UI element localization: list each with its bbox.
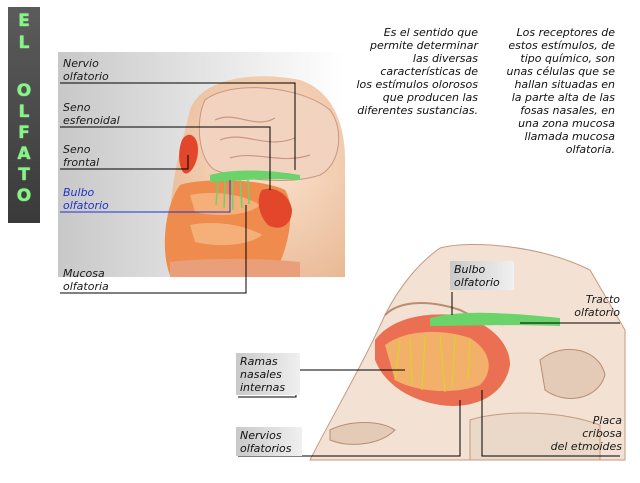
title-letter: F — [18, 123, 30, 143]
label-line: cribosa — [582, 427, 622, 440]
paragraph-line: características de — [380, 65, 478, 78]
paragraph-line: los estímulos olorosos — [356, 78, 478, 91]
label-tracto-olfatorio: Tracto olfatorio — [560, 293, 620, 319]
label-line: internas — [240, 381, 286, 394]
label-line: Bulbo — [63, 186, 95, 199]
label-placa-cribosa: Placa cribosa del etmoides — [540, 414, 622, 453]
label-nervios-olfatorios: Nervios olfatorios — [236, 427, 302, 456]
top-leader-lines — [60, 82, 296, 294]
title-letter: O — [16, 81, 32, 101]
paragraph-line: tipo químico, son — [520, 52, 615, 65]
label-line: Ramas — [240, 355, 278, 368]
paragraph-line: Los receptores de — [516, 26, 615, 39]
title-letter: A — [17, 144, 31, 164]
paragraph-line: estos estímulos, de — [508, 39, 615, 52]
label-line: Seno — [63, 101, 91, 114]
label-seno-frontal: Seno frontal — [63, 143, 99, 169]
label-line: olfatorio — [574, 306, 620, 319]
title-letter: L — [18, 102, 30, 122]
label-bulbo-olfatorio-top: Bulbo olfatorio — [63, 186, 109, 212]
label-mucosa-olfatoria: Mucosa olfatoria — [63, 267, 109, 293]
title-letter: T — [18, 165, 30, 185]
label-line: olfatorios — [240, 442, 292, 455]
label-line: Tracto — [585, 293, 620, 306]
description-paragraph: Es el sentido que permite determinar las… — [330, 26, 478, 117]
paragraph-line: las diversas — [412, 52, 478, 65]
label-line: olfatorio — [63, 70, 109, 83]
title-letter: O — [16, 186, 32, 206]
paragraph-line: olfatoria. — [565, 143, 615, 156]
label-line: Mucosa — [63, 267, 105, 280]
label-line: nasales — [240, 368, 282, 381]
paragraph-line: Es el sentido que — [383, 26, 478, 39]
paragraph-line: fosas nasales, en — [520, 104, 615, 117]
label-line: Seno — [63, 143, 91, 156]
label-line: frontal — [63, 156, 100, 169]
paragraph-line: la parte alta de las — [511, 91, 615, 104]
label-line: olfatorio — [454, 276, 500, 289]
head-cross-section — [164, 76, 345, 277]
label-line: Nervio — [63, 57, 99, 70]
label-line: Placa — [592, 414, 622, 427]
paragraph-line: unas células que se — [506, 65, 616, 78]
label-line: Nervios — [240, 429, 282, 442]
label-ramas-nasales-internas: Ramas nasales internas — [236, 353, 300, 395]
receptors-paragraph: Los receptores de estos estímulos, de ti… — [488, 26, 616, 156]
paragraph-line: llamada mucosa — [524, 130, 615, 143]
label-line: Bulbo — [454, 263, 486, 276]
label-nervio-olfatorio: Nervio olfatorio — [63, 57, 109, 83]
paragraph-line: una zona mucosa — [518, 117, 615, 130]
label-bulbo-olfatorio-bottom: Bulbo olfatorio — [450, 261, 514, 290]
label-line: esfenoidal — [63, 114, 120, 127]
paragraph-line: que producen las — [382, 91, 478, 104]
label-line: olfatoria — [63, 280, 109, 293]
title-letter: E — [18, 11, 30, 31]
title-bar: E L O L F A T O — [8, 7, 40, 223]
paragraph-line: permite determinar — [370, 39, 478, 52]
label-line: olfatorio — [63, 199, 109, 212]
nasal-section-detail — [309, 244, 626, 461]
paragraph-line: hallan situadas en — [514, 78, 615, 91]
label-seno-esfenoidal: Seno esfenoidal — [63, 101, 120, 127]
label-line: del etmoides — [550, 440, 622, 453]
title-letter: L — [18, 33, 30, 53]
paragraph-line: diferentes sustancias. — [357, 104, 478, 117]
